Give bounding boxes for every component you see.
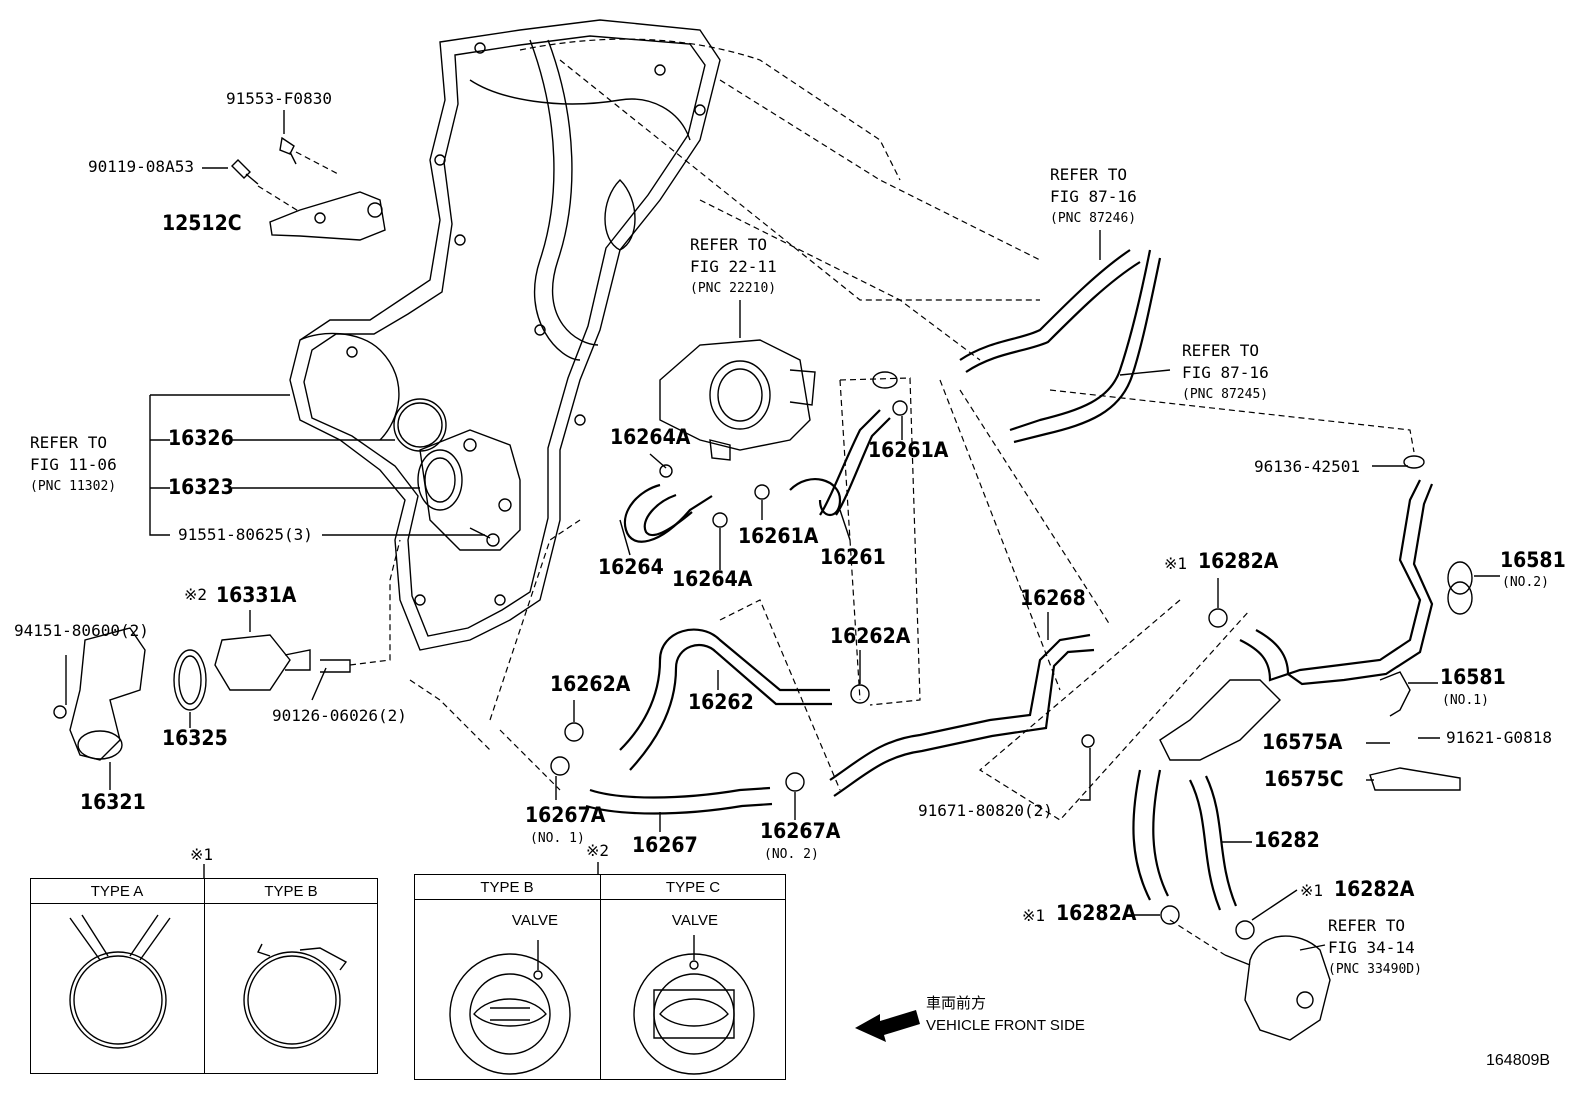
legend2-divider — [600, 874, 601, 1080]
ref-line: FIG 11-06 — [30, 455, 117, 474]
legend1-drawings — [69, 914, 348, 1049]
legend1-divider — [204, 878, 205, 1074]
ref-engine-cover: REFER TO FIG 11-06 (PNC 11302) — [30, 432, 117, 498]
mark-label: ※1 — [1164, 554, 1188, 573]
direction-jp: 車両前方 — [926, 994, 987, 1012]
part-label[interactable]: 16261A — [738, 524, 819, 548]
legend2-valve-c: VALVE — [671, 912, 719, 929]
part-label[interactable]: 16261A — [868, 438, 949, 462]
legend1-type-b: TYPE B — [264, 883, 318, 900]
part-label[interactable]: 16323 — [168, 475, 234, 499]
part-label[interactable]: 16575A — [1262, 730, 1343, 754]
part-label[interactable]: 91671-80820(2) — [918, 801, 1053, 820]
part-label[interactable]: 12512C — [162, 211, 242, 235]
part-label-sub: (NO.1) — [1442, 693, 1489, 708]
ref-line: REFER TO — [690, 235, 768, 254]
part-label[interactable]: 16331A — [216, 583, 297, 607]
ref-line: FIG 34-14 — [1328, 938, 1415, 957]
thermostat-parts-drawing — [53, 539, 401, 761]
part-label[interactable]: 16581 — [1500, 548, 1566, 572]
direction-en: VEHICLE FRONT SIDE — [926, 1017, 1085, 1034]
ref-line: REFER TO — [1182, 341, 1260, 360]
part-label[interactable]: 16325 — [162, 726, 228, 750]
ref-line: REFER TO — [1050, 165, 1128, 184]
legend1-mark: ※1 — [190, 845, 214, 864]
part-label[interactable]: 16268 — [1020, 586, 1086, 610]
ref-hose-upper: REFER TO FIG 87-16 (PNC 87246) — [1050, 164, 1137, 230]
ref-hose-lower: REFER TO FIG 87-16 (PNC 87245) — [1182, 340, 1269, 406]
legend2-mark: ※2 — [586, 841, 610, 860]
part-label-sub: (NO. 1) — [530, 831, 585, 846]
part-label[interactable]: 96136-42501 — [1254, 457, 1360, 476]
legend2-drawings — [449, 935, 755, 1075]
mark-label: ※1 — [1300, 881, 1324, 900]
part-label[interactable]: 94151-80600(2) — [14, 621, 149, 640]
ref-pnc: (PNC 22210) — [690, 281, 777, 296]
mark-label: ※1 — [1022, 906, 1046, 925]
timing-cover-drawing — [289, 19, 1041, 651]
part-label[interactable]: 16262A — [830, 624, 911, 648]
ref-pnc: (PNC 87246) — [1050, 211, 1137, 226]
ref-line: REFER TO — [1328, 916, 1406, 935]
part-label[interactable]: 91551-80625(3) — [178, 525, 313, 544]
part-label[interactable]: 16261 — [820, 545, 886, 569]
figure-id: 164809B — [1486, 1052, 1551, 1069]
part-label[interactable]: 16267 — [632, 833, 698, 857]
legend1-type-a: TYPE A — [90, 883, 144, 900]
hose-drawings — [585, 249, 1434, 911]
ref-pnc: (PNC 87245) — [1182, 387, 1269, 402]
ref-throttle: REFER TO FIG 22-11 (PNC 22210) — [690, 234, 777, 300]
ref-line: REFER TO — [30, 433, 108, 452]
mark-label: ※2 — [184, 585, 208, 604]
part-label[interactable]: 90126-06026(2) — [272, 706, 407, 725]
part-label[interactable]: 16267A — [525, 803, 606, 827]
part-label[interactable]: 16326 — [168, 426, 234, 450]
clamp-drawings — [550, 400, 1473, 940]
part-label[interactable]: 16581 — [1440, 665, 1506, 689]
ref-line: FIG 87-16 — [1182, 363, 1269, 382]
vehicle-front-arrow-icon — [855, 1010, 920, 1042]
part-label[interactable]: 16267A — [760, 819, 841, 843]
legend2-valve-b: VALVE — [511, 912, 559, 929]
part-label[interactable]: 16282A — [1056, 901, 1137, 925]
ref-pnc: (PNC 11302) — [30, 479, 117, 494]
ref-pnc: (PNC 33490D) — [1328, 962, 1422, 977]
part-label[interactable]: 16262A — [550, 672, 631, 696]
ref-pump: REFER TO FIG 34-14 (PNC 33490D) — [1328, 915, 1422, 981]
part-label[interactable]: 16264A — [610, 425, 691, 449]
legend2-type-c: TYPE C — [665, 879, 721, 896]
throttle-body-drawing — [659, 300, 816, 461]
part-label[interactable]: 16264A — [672, 567, 753, 591]
leader-lines — [109, 230, 1500, 951]
part-label[interactable]: 91553-F0830 — [226, 89, 332, 108]
ref-line: FIG 22-11 — [690, 257, 777, 276]
part-label-sub: (NO. 2) — [764, 847, 819, 862]
part-label[interactable]: 91621-G0818 — [1446, 728, 1552, 747]
part-label[interactable]: 16264 — [598, 555, 664, 579]
legend2-type-b: TYPE B — [480, 879, 534, 896]
bracket-drawing — [202, 110, 386, 241]
part-label[interactable]: 90119-08A53 — [88, 157, 194, 176]
part-label[interactable]: 16262 — [688, 690, 754, 714]
ref-line: FIG 87-16 — [1050, 187, 1137, 206]
part-label[interactable]: 16282 — [1254, 828, 1320, 852]
water-pump-drawing — [1224, 935, 1331, 1041]
part-label[interactable]: 16575C — [1264, 767, 1344, 791]
water-outlet-housing-drawing — [417, 429, 521, 551]
part-label[interactable]: 16282A — [1198, 549, 1279, 573]
part-label-sub: (NO.2) — [1502, 575, 1549, 590]
part-label[interactable]: 16321 — [80, 790, 146, 814]
dashed-groupings — [409, 377, 1415, 956]
part-label[interactable]: 16282A — [1334, 877, 1415, 901]
